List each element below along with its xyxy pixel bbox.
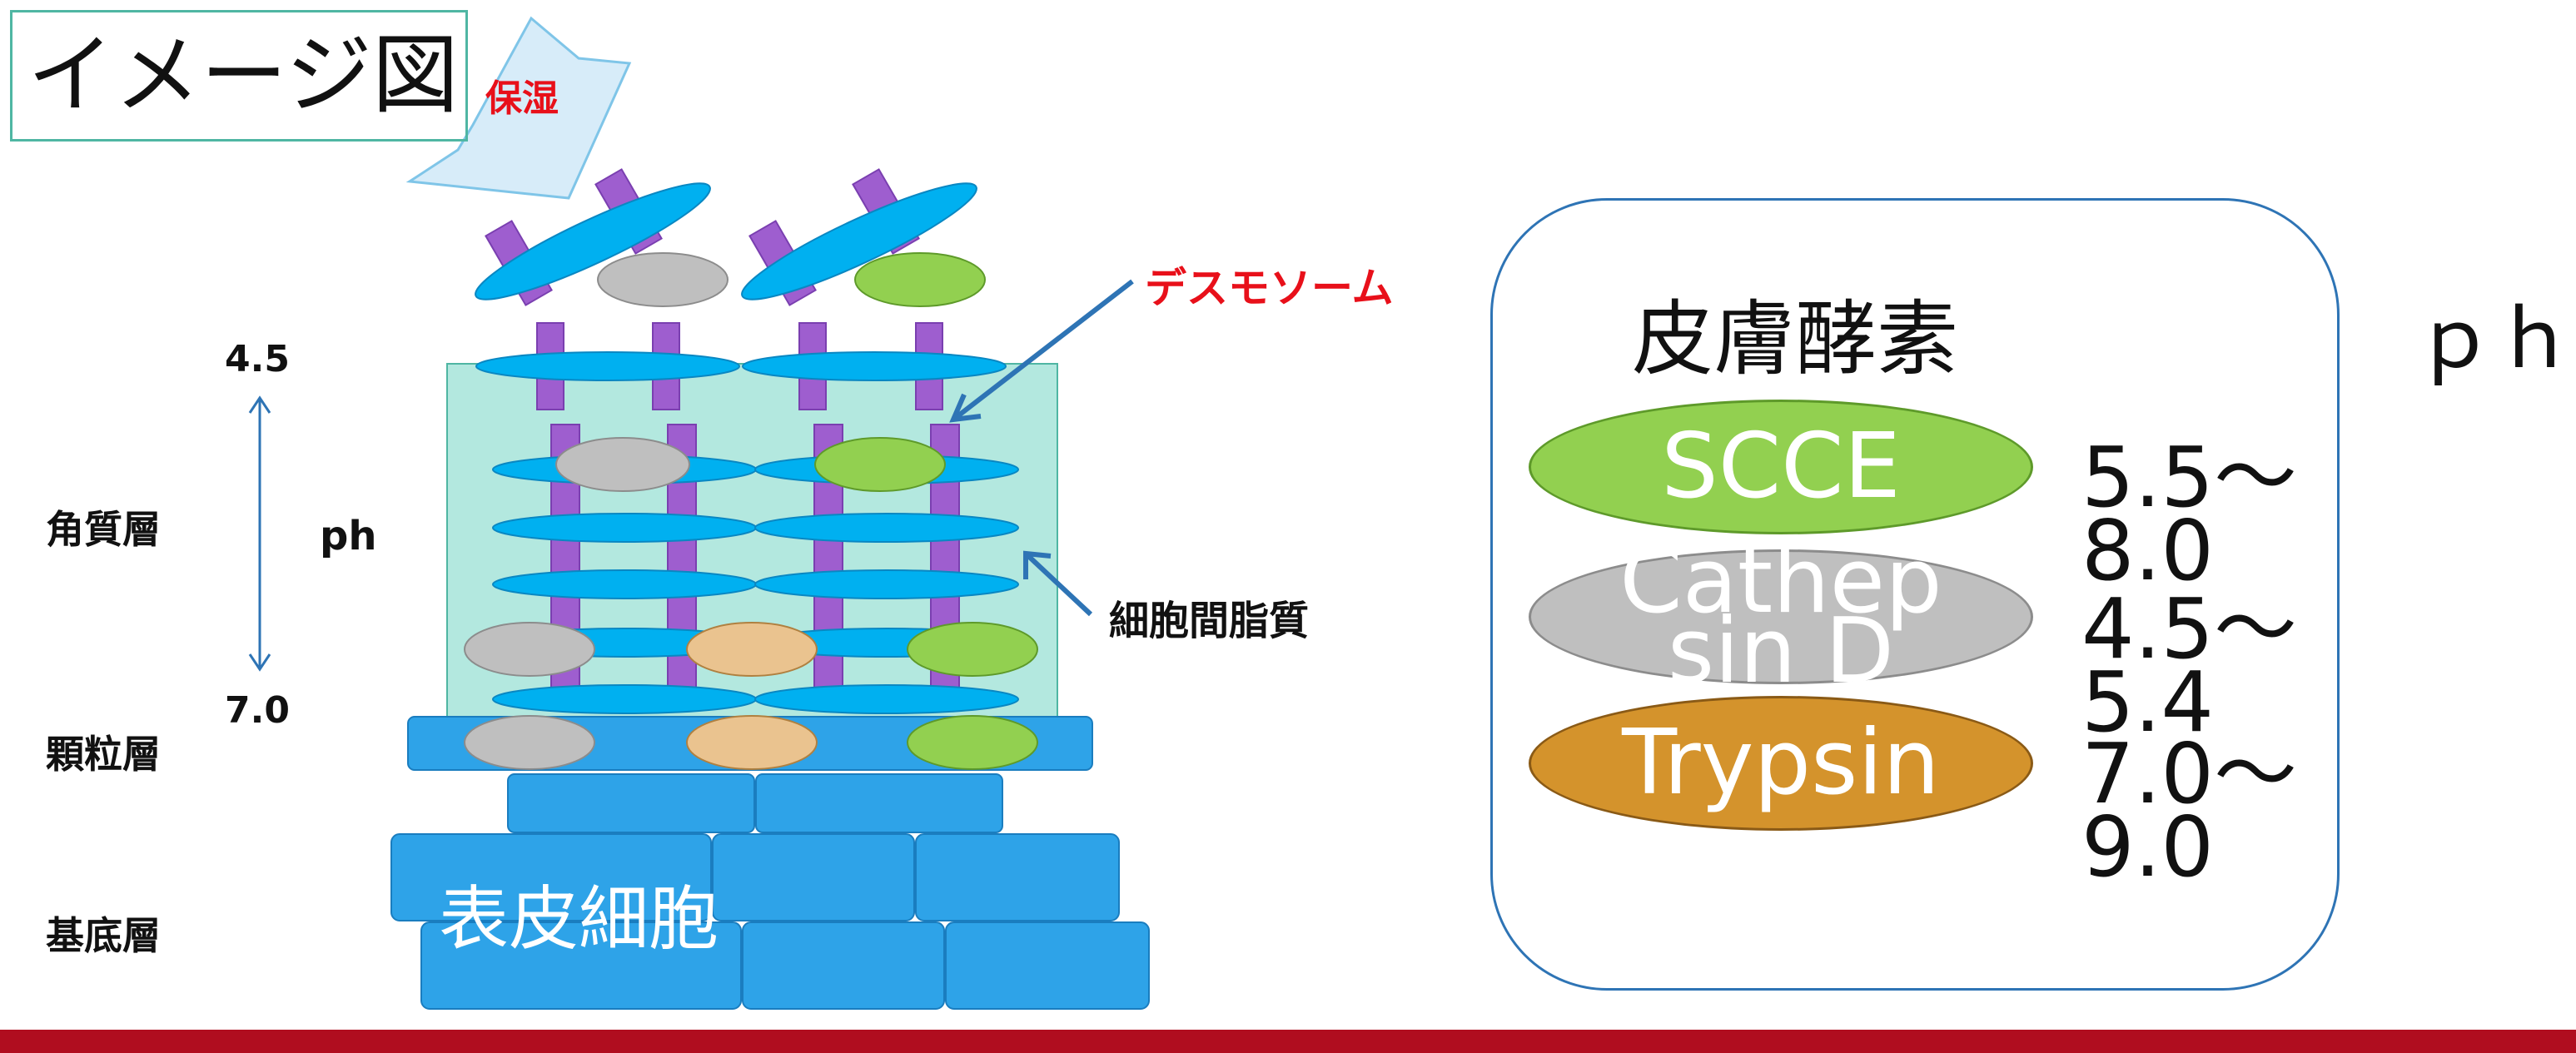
enzyme-panel-title: 皮膚酵素 bbox=[1632, 292, 1959, 387]
moisture-arrow bbox=[405, 16, 632, 200]
epidermal-cell-label: 表皮細胞 bbox=[438, 882, 719, 960]
enzyme-ph-cathepsin: 4.5～ 5.4 bbox=[2081, 580, 2298, 751]
ph-top-value: 4.5 bbox=[225, 338, 290, 380]
ph-axis-label: ph bbox=[320, 513, 377, 559]
enzyme-trypsin-ellipse: Trypsin bbox=[1529, 696, 2033, 831]
ph-bottom-value: 7.0 bbox=[225, 689, 290, 732]
corneum-enzymes bbox=[464, 437, 1038, 677]
granular-enzymes bbox=[464, 715, 1038, 770]
enzyme-name: Trypsin bbox=[1622, 711, 1940, 815]
enzyme-name: SCCE bbox=[1661, 415, 1901, 519]
enzyme-name: Cathep sin D bbox=[1619, 529, 1942, 703]
footer-bar bbox=[0, 1030, 2576, 1053]
desmosome-label: デスモソーム bbox=[1145, 264, 1394, 312]
ph-axis-arrow bbox=[248, 395, 271, 672]
moisture-label: 保湿 bbox=[485, 77, 559, 120]
enzyme-cathepsin-ellipse: Cathep sin D bbox=[1529, 529, 2033, 703]
basal-cells bbox=[390, 773, 1150, 1010]
layer-label-basale: 基底層 bbox=[46, 913, 161, 958]
ph-header: ｐｈ bbox=[2414, 293, 2574, 386]
desmosome-pointer bbox=[949, 279, 1134, 423]
enzyme-ph-scce: 5.5～ 8.0 bbox=[2081, 429, 2298, 599]
enzyme-panel bbox=[1490, 198, 2340, 991]
slide-title: イメージ図 bbox=[10, 10, 468, 142]
layer-label-granulosum: 顆粒層 bbox=[46, 732, 161, 777]
lipid-label: 細胞間脂質 bbox=[1109, 598, 1310, 644]
enzyme-scce-ellipse: SCCE bbox=[1529, 400, 2033, 534]
layer-label-corneum: 角質層 bbox=[46, 507, 161, 552]
enzyme-ph-trypsin: 7.0～ 9.0 bbox=[2081, 725, 2298, 896]
lipid-pointer bbox=[1023, 550, 1093, 617]
lipid-layers bbox=[475, 351, 1019, 714]
floating-lipids bbox=[475, 168, 986, 307]
